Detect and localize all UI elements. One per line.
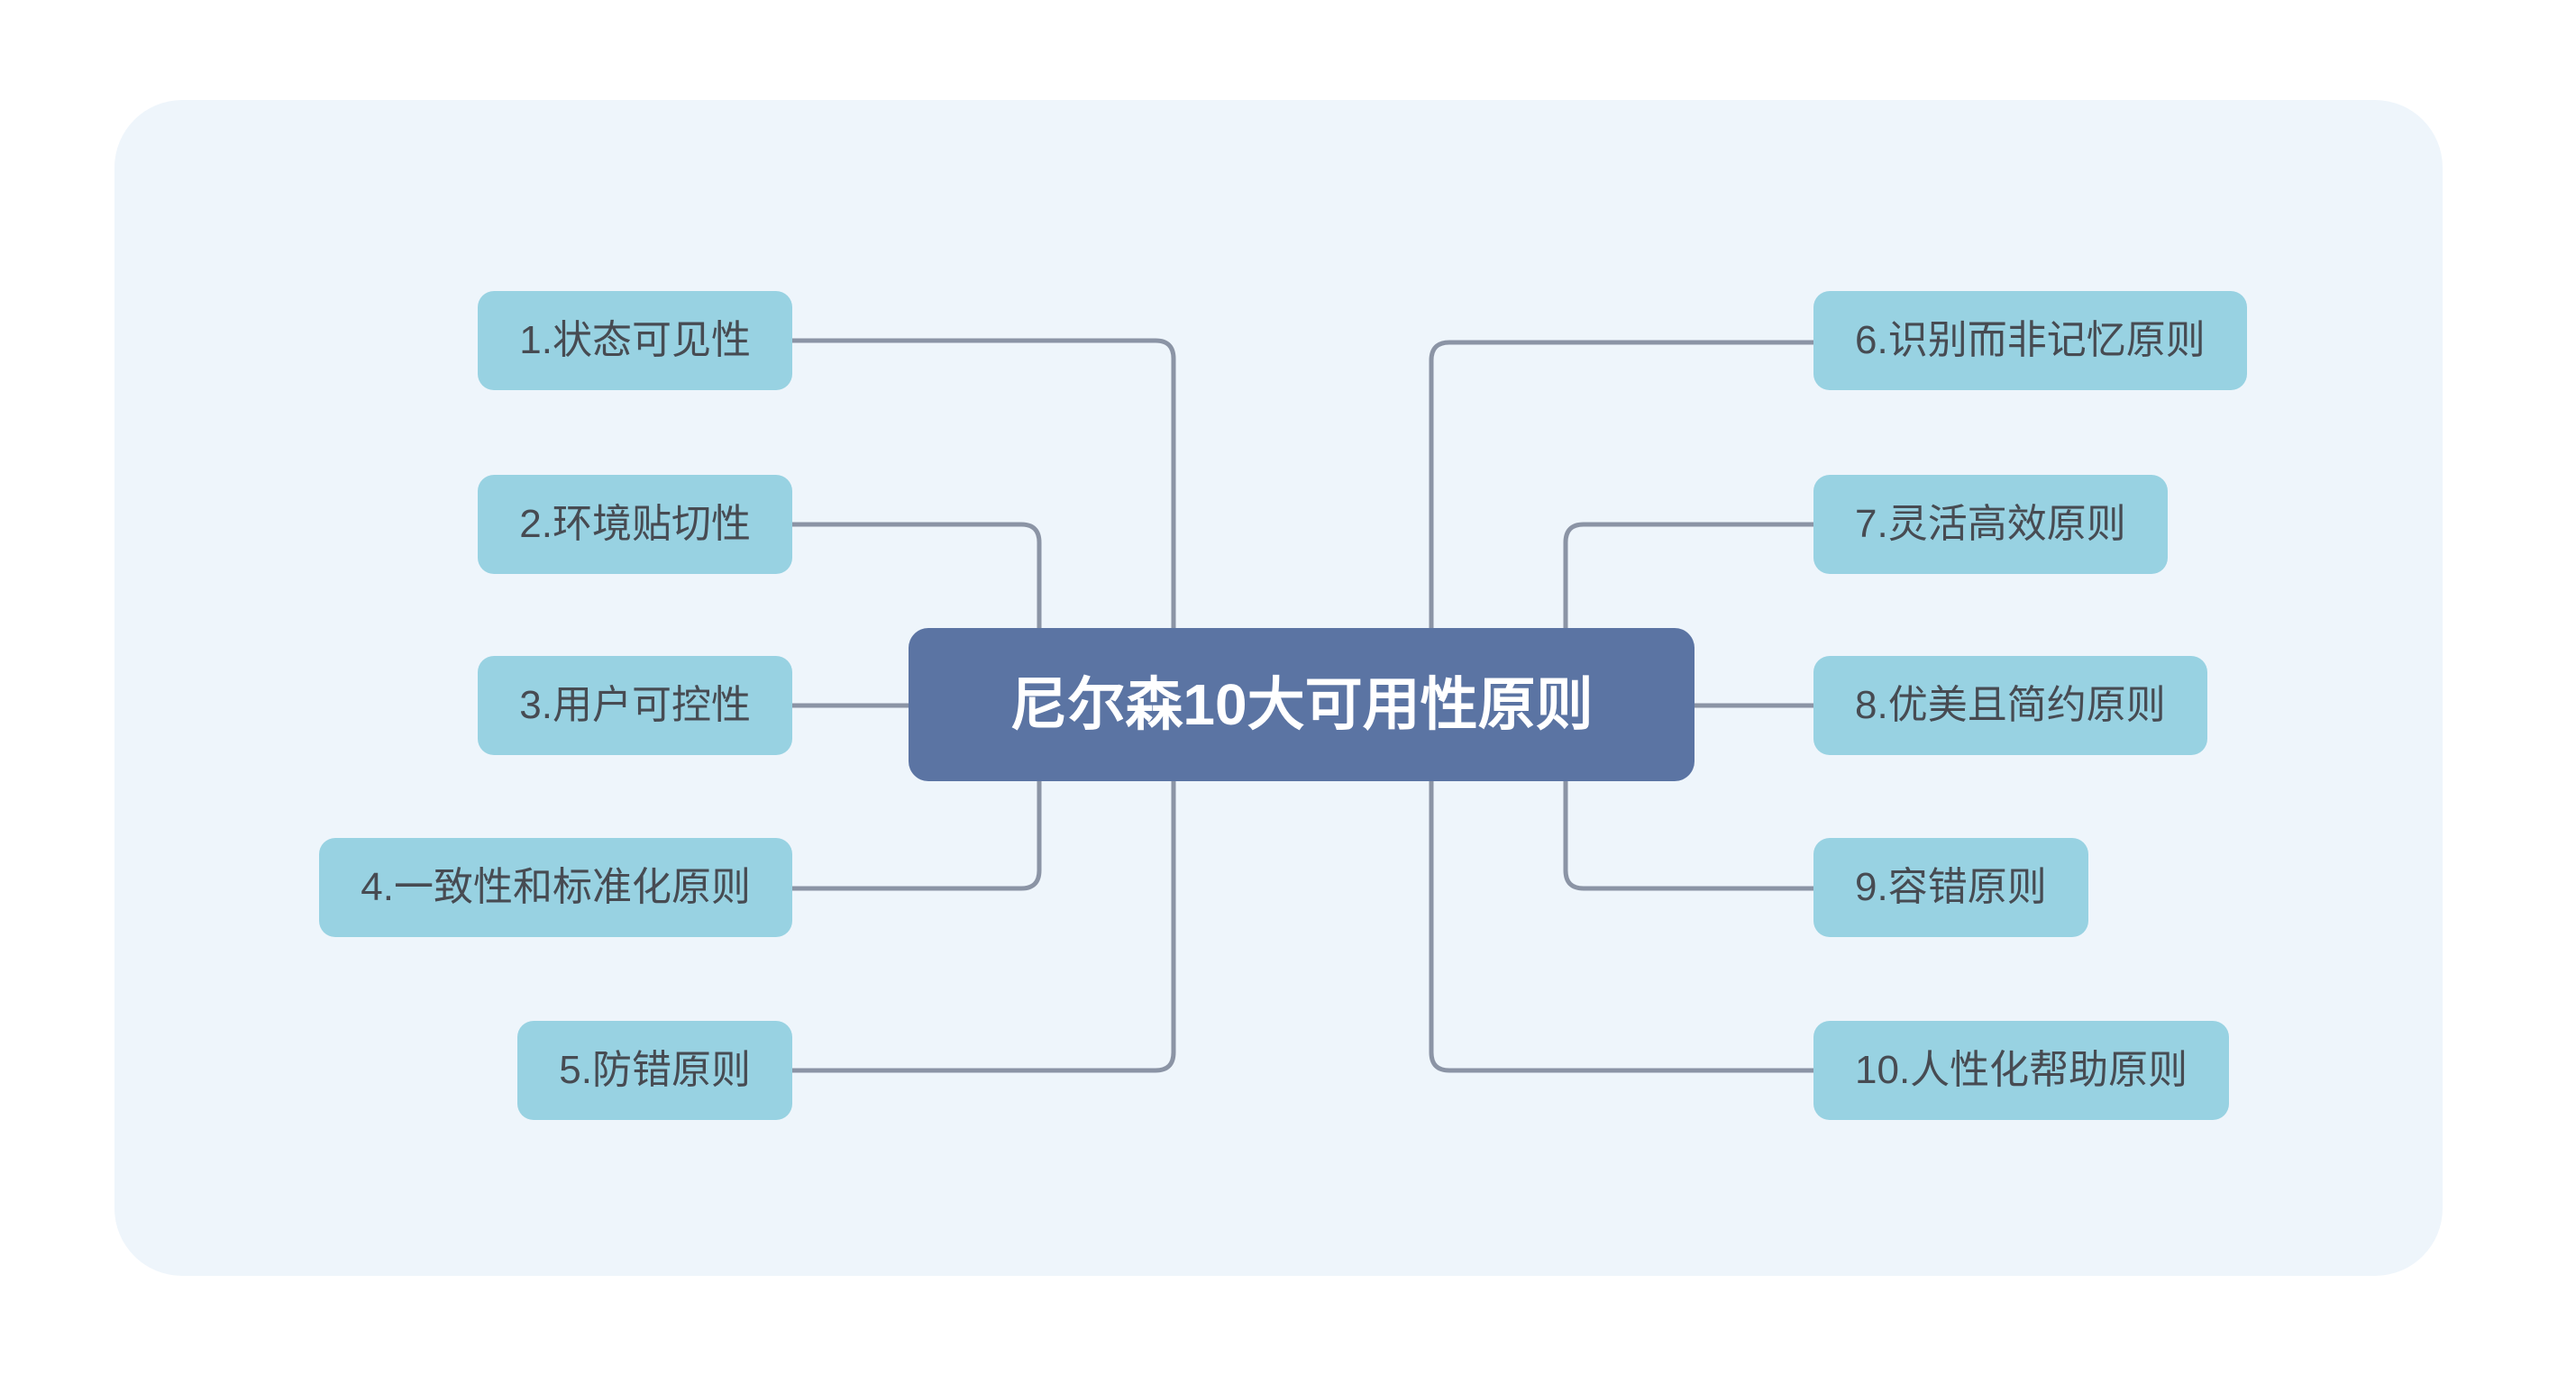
branch-node-1[interactable]: 1.状态可见性	[478, 291, 792, 390]
branch-node-4[interactable]: 4.一致性和标准化原则	[319, 838, 792, 937]
branch-node-3[interactable]: 3.用户可控性	[478, 656, 792, 755]
branch-node-7[interactable]: 7.灵活高效原则	[1813, 475, 2168, 574]
central-topic-node[interactable]: 尼尔森10大可用性原则	[909, 628, 1694, 781]
branch-node-2[interactable]: 2.环境贴切性	[478, 475, 792, 574]
branch-node-6[interactable]: 6.识别而非记忆原则	[1813, 291, 2247, 390]
branch-node-10[interactable]: 10.人性化帮助原则	[1813, 1021, 2230, 1120]
branch-node-9[interactable]: 9.容错原则	[1813, 838, 2088, 937]
branch-node-8[interactable]: 8.优美且简约原则	[1813, 656, 2207, 755]
branch-node-5[interactable]: 5.防错原则	[517, 1021, 792, 1120]
